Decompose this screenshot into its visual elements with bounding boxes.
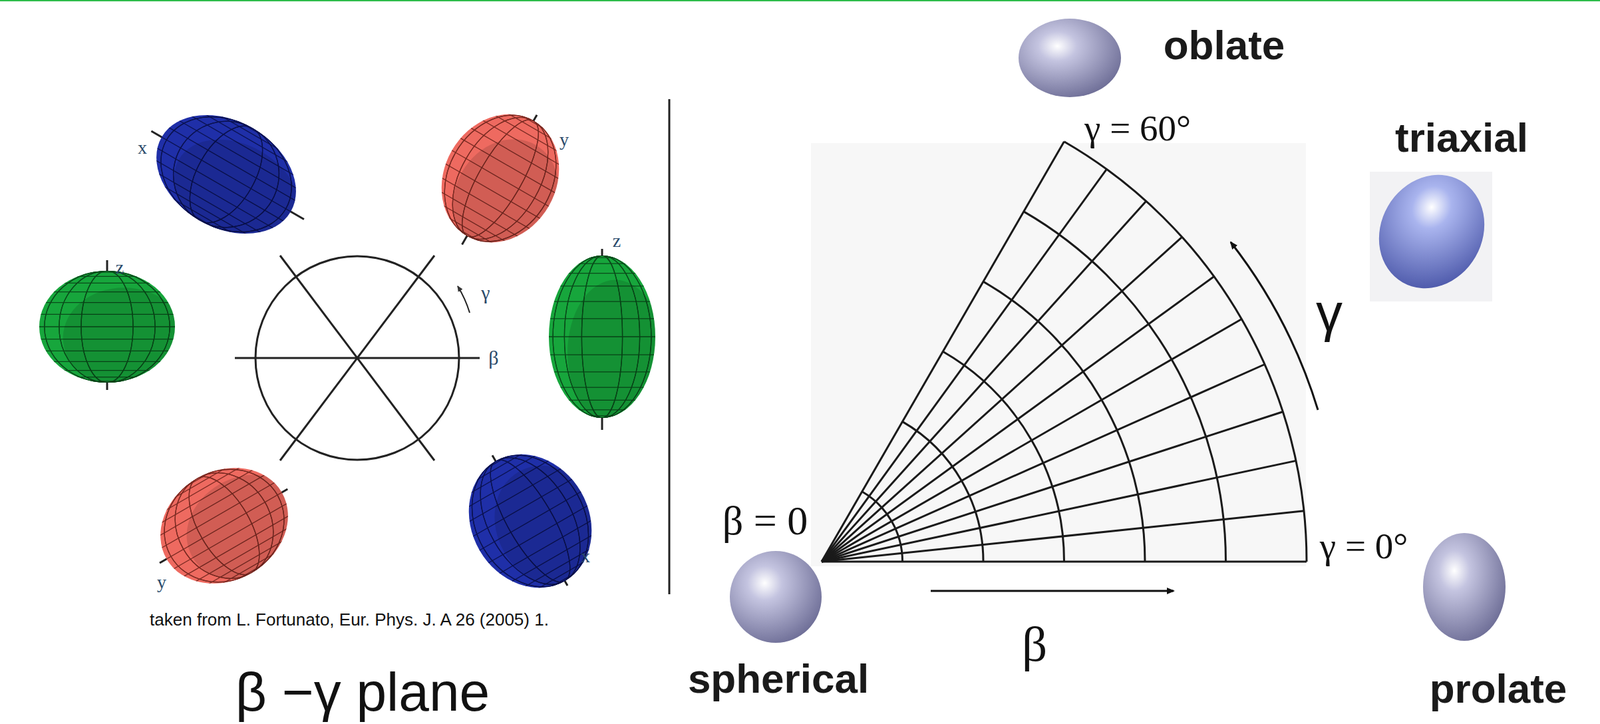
gamma-ray xyxy=(821,319,1242,563)
gamma-label: γ xyxy=(480,282,490,303)
axis-label: x xyxy=(580,546,591,566)
caption: β −γ plane xyxy=(235,664,490,720)
gamma-ray xyxy=(821,411,1283,562)
ellipsoid xyxy=(441,421,627,617)
gamma-ray xyxy=(821,560,1307,563)
shade xyxy=(432,119,580,274)
prolate-shape xyxy=(1423,532,1506,641)
gamma-ray xyxy=(821,141,1065,562)
beta-arrow xyxy=(930,590,1174,593)
beta-value: β = 0 xyxy=(722,499,809,541)
axis-label: x xyxy=(137,138,148,158)
triaxial-shape xyxy=(1358,155,1505,308)
axis-label: y xyxy=(559,130,569,150)
oblate-shape xyxy=(1018,18,1121,98)
shape-name: triaxial xyxy=(1395,117,1529,159)
beta-axis-label: β xyxy=(1021,618,1048,669)
fan-ground xyxy=(810,143,1306,567)
beta-label: β xyxy=(488,347,499,368)
shape-name: prolate xyxy=(1429,667,1568,710)
gamma-ray xyxy=(821,276,1215,563)
gamma-ray xyxy=(821,460,1296,562)
shade xyxy=(567,280,664,427)
shade xyxy=(155,117,320,269)
sector-circle xyxy=(234,255,480,461)
shape-name: spherical xyxy=(687,657,869,700)
axis-label: z xyxy=(612,231,621,251)
gamma-ray xyxy=(821,200,1147,562)
gamma-value: γ = 0° xyxy=(1319,527,1408,565)
gamma-ray xyxy=(821,510,1304,562)
gamma-ray xyxy=(821,236,1183,562)
gamma-arrow xyxy=(1230,242,1318,410)
gamma-ray xyxy=(821,168,1108,562)
gamma-axis-label: γ xyxy=(1315,286,1343,340)
spherical-shape xyxy=(729,550,822,643)
ellipsoid xyxy=(132,439,321,615)
gamma-ray xyxy=(821,364,1265,563)
ellipsoid xyxy=(548,248,664,430)
shape-name: oblate xyxy=(1163,24,1286,66)
shade xyxy=(63,287,186,388)
axis-label: z xyxy=(115,258,124,277)
gamma-value: γ = 60° xyxy=(1084,109,1191,147)
ellipsoid xyxy=(413,87,593,277)
shade xyxy=(167,454,321,600)
shade xyxy=(473,445,627,606)
divider xyxy=(668,99,671,595)
ellipsoid-shapes xyxy=(39,85,664,617)
citation: taken from L. Fortunato, Eur. Phys. J. A… xyxy=(149,610,549,629)
top-rule xyxy=(0,0,1600,2)
axis-label: y xyxy=(157,572,167,592)
ellipsoid xyxy=(121,85,330,271)
beta-gamma-grid xyxy=(821,141,1307,562)
ellipsoid xyxy=(39,260,185,390)
